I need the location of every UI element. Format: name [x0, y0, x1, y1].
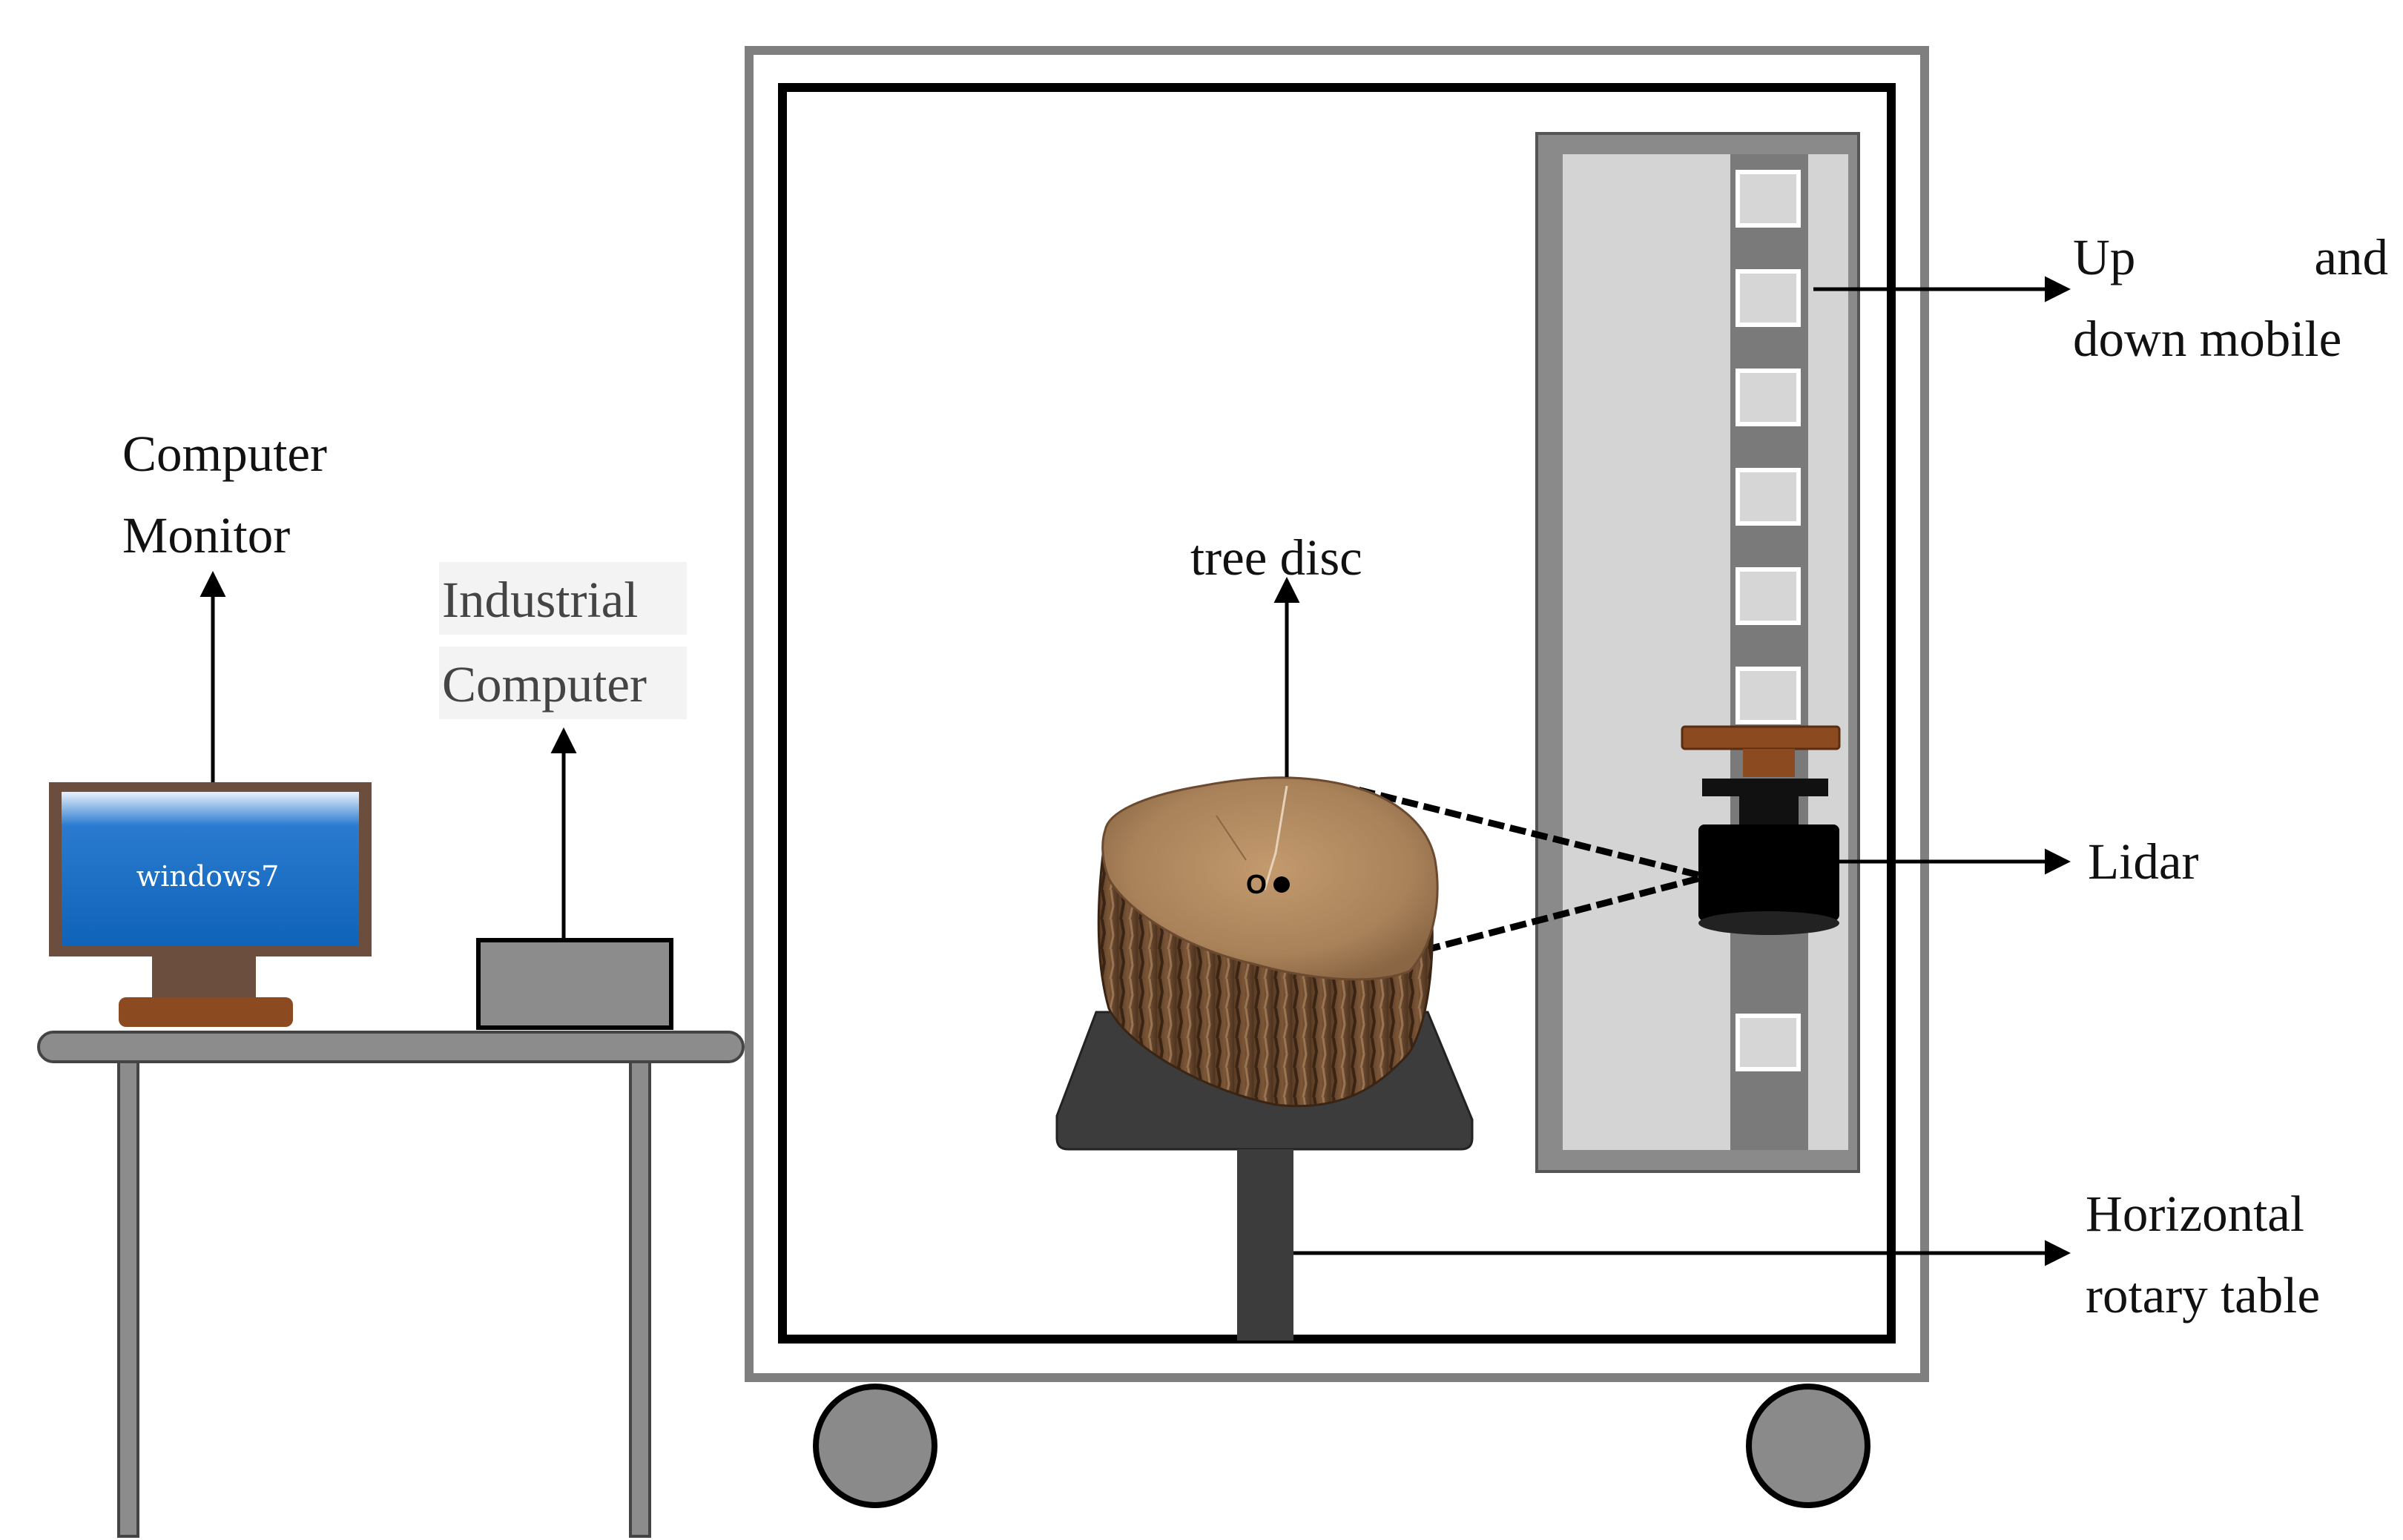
lidar-mount-plate	[1681, 725, 1841, 750]
rail-icon	[1535, 132, 1860, 1173]
tree-disc-center-mark: O	[1246, 869, 1267, 899]
industrial-computer-icon	[476, 938, 673, 1030]
rail-slot	[1736, 468, 1801, 526]
monitor-screen-text: windows7	[136, 860, 280, 893]
desk-leg-left	[117, 1060, 139, 1538]
label-computer-monitor-line2: Monitor	[122, 507, 290, 564]
tree-disc-icon: O	[1097, 776, 1439, 1108]
rail-slot	[1736, 369, 1801, 426]
label-lidar: Lidar	[2088, 833, 2198, 890]
label-up-and-down-line1-a: Up	[2073, 229, 2135, 285]
label-up-and-down-line1-b: and	[2314, 229, 2388, 285]
rotary-table-post	[1237, 1149, 1293, 1341]
laser-beam-upper	[1356, 786, 1700, 879]
label-industrial-computer-line1: Industrial	[442, 572, 638, 628]
tree-disc-crack	[1263, 785, 1288, 890]
lidar-top-disc	[1702, 779, 1828, 796]
monitor-icon: windows7	[49, 782, 372, 1027]
label-industrial-computer-bg	[439, 562, 687, 635]
label-computer-monitor-line1: Computer	[122, 426, 327, 482]
label-up-and-down-line2: down mobile	[2073, 311, 2341, 367]
desk	[37, 1031, 745, 1538]
monitor-neck	[152, 956, 256, 997]
wheel-icon	[813, 1384, 937, 1508]
rail-slot	[1736, 170, 1801, 228]
wheel-icon	[1746, 1384, 1870, 1508]
monitor-base	[119, 997, 293, 1027]
label-industrial-computer-bg	[439, 647, 687, 719]
monitor-screen	[62, 792, 359, 945]
rail-slot	[1736, 567, 1801, 625]
label-horizontal-rotary-table-line2: rotary table	[2086, 1267, 2320, 1323]
lidar-icon	[1681, 725, 1841, 935]
lidar-bottom	[1698, 911, 1839, 935]
lidar-body	[1698, 824, 1839, 921]
rail-slot	[1736, 269, 1801, 327]
rail-slot	[1736, 667, 1801, 724]
lidar-neck	[1739, 796, 1799, 824]
desk-top	[37, 1031, 745, 1063]
tree-disc-crack	[1216, 815, 1247, 861]
tree-disc-top	[1101, 776, 1439, 981]
label-tree-disc: tree disc	[1190, 529, 1362, 586]
label-horizontal-rotary-table-line1: Horizontal	[2086, 1186, 2304, 1242]
lidar-mount-neck	[1743, 749, 1795, 777]
rail-slots	[1736, 170, 1801, 1071]
tree-disc-center-dot	[1273, 876, 1290, 893]
rail-slot	[1736, 1014, 1801, 1071]
desk-leg-right	[629, 1060, 651, 1538]
label-industrial-computer-line2: Computer	[442, 656, 647, 713]
